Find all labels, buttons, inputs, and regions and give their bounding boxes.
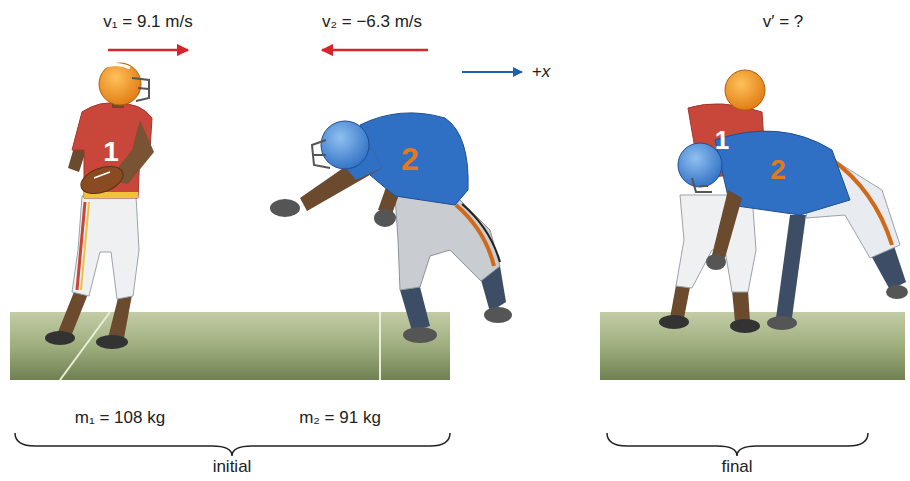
velocity-arrow bbox=[322, 49, 428, 52]
ball-carrier-figure bbox=[108, 295, 132, 338]
tackle-figure bbox=[730, 319, 760, 333]
ball-carrier-figure bbox=[77, 161, 127, 199]
ground bbox=[10, 312, 905, 380]
velocity-label: v₂ = −6.3 m/s bbox=[322, 13, 422, 32]
tackle-figure bbox=[659, 70, 908, 333]
jersey-number: 1 bbox=[103, 137, 119, 168]
ball-carrier-figure bbox=[72, 196, 139, 299]
ball-carrier-figure bbox=[77, 202, 85, 290]
tackler-figure bbox=[312, 140, 330, 168]
stage-label: final bbox=[721, 458, 752, 477]
tackler-figure bbox=[321, 121, 369, 169]
tackler-figure bbox=[462, 204, 500, 262]
ball-carrier-figure bbox=[132, 78, 149, 101]
tackle-figure bbox=[712, 190, 742, 258]
tackle-figure bbox=[776, 215, 806, 318]
mass-label: m₁ = 108 kg bbox=[75, 409, 165, 428]
brace bbox=[15, 433, 450, 456]
tackle-figure bbox=[725, 70, 765, 110]
ground bbox=[600, 312, 905, 380]
tackler-figure bbox=[395, 195, 500, 290]
ground bbox=[379, 312, 381, 380]
brace bbox=[607, 433, 868, 456]
ball-carrier-figure bbox=[81, 202, 89, 290]
jersey-number: 2 bbox=[401, 142, 419, 177]
brace bbox=[15, 433, 868, 456]
ball-carrier-figure bbox=[99, 63, 141, 105]
tackle-figure bbox=[732, 290, 750, 322]
axis-arrow bbox=[462, 72, 522, 73]
tackle-figure bbox=[659, 315, 689, 329]
velocity-label: v₁ = 9.1 m/s bbox=[103, 13, 192, 32]
tackle-figure bbox=[692, 178, 712, 192]
tackler-figure bbox=[374, 209, 396, 227]
tackle-figure bbox=[767, 316, 797, 330]
mass-label: m₂ = 91 kg bbox=[299, 409, 381, 428]
ball-carrier-figure bbox=[96, 335, 128, 349]
tackler-figure bbox=[484, 307, 512, 323]
velocity-arrow bbox=[108, 49, 188, 52]
ball-carrier-figure bbox=[45, 63, 154, 349]
ball-carrier-figure bbox=[45, 331, 75, 345]
tackle-figure bbox=[706, 254, 726, 270]
ball-carrier-figure bbox=[106, 64, 130, 68]
ball-carrier-figure bbox=[94, 172, 110, 178]
velocity-label: v′ = ? bbox=[763, 13, 804, 32]
axis-arrow bbox=[462, 71, 522, 73]
velocity-arrow bbox=[108, 50, 428, 51]
tackle-figure bbox=[886, 285, 908, 299]
tackler-figure bbox=[400, 287, 430, 331]
axis-label: +x bbox=[532, 63, 550, 82]
tackler-figure bbox=[270, 199, 300, 217]
ball-carrier-figure bbox=[58, 292, 88, 334]
tackle-figure bbox=[670, 285, 690, 318]
stage-label: initial bbox=[213, 458, 252, 477]
jersey-number: 1 bbox=[715, 126, 729, 155]
tackler-figure bbox=[270, 113, 512, 343]
tackler-figure bbox=[403, 327, 437, 343]
jersey-number: 2 bbox=[770, 155, 786, 186]
